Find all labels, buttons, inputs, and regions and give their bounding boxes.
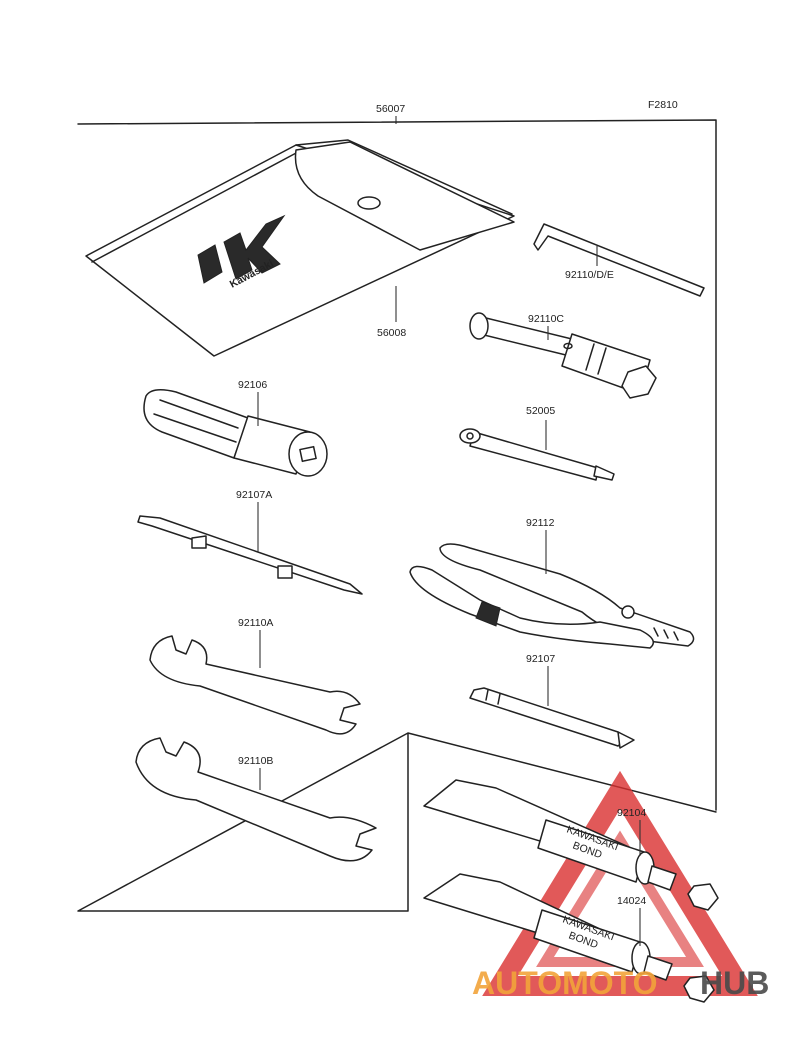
label-92107: 92107 (526, 653, 555, 665)
label-56007: 56007 (376, 103, 405, 115)
watermark-text-b: HUB (700, 965, 769, 1001)
label-92112: 92112 (526, 517, 555, 529)
bond-tube-1: KAWASAKI BOND (423, 779, 719, 911)
spark-plug-wrench (469, 312, 657, 399)
open-end-wrench-a (149, 635, 361, 735)
label-56008: 56008 (377, 327, 406, 339)
screwdriver-bit (469, 687, 635, 749)
pliers (409, 543, 695, 649)
double-screwdriver (137, 515, 363, 595)
open-end-wrench-b (135, 737, 377, 862)
label-92110b: 92110B (238, 755, 273, 767)
watermark-text-a: AUTOMOTO (472, 965, 657, 1001)
figure-code: F2810 (648, 99, 678, 111)
screwdriver-handle (143, 389, 328, 477)
hex-key (533, 223, 705, 297)
label-52005: 52005 (526, 405, 555, 417)
tool-pouch: Kawasaki (85, 139, 515, 357)
assembly-frame (77, 119, 717, 912)
label-14024: 14024 (617, 895, 646, 907)
label-92107a: 92107A (236, 489, 272, 501)
label-92110-d-e: 92110/D/E (565, 269, 614, 281)
watermark-text: AUTOMOTO HUB (472, 965, 769, 1001)
label-92110c: 92110C (528, 313, 564, 325)
extension-bar (459, 428, 615, 481)
label-92110a: 92110A (238, 617, 273, 629)
label-92106: 92106 (238, 379, 267, 391)
label-92104: 92104 (617, 807, 646, 819)
